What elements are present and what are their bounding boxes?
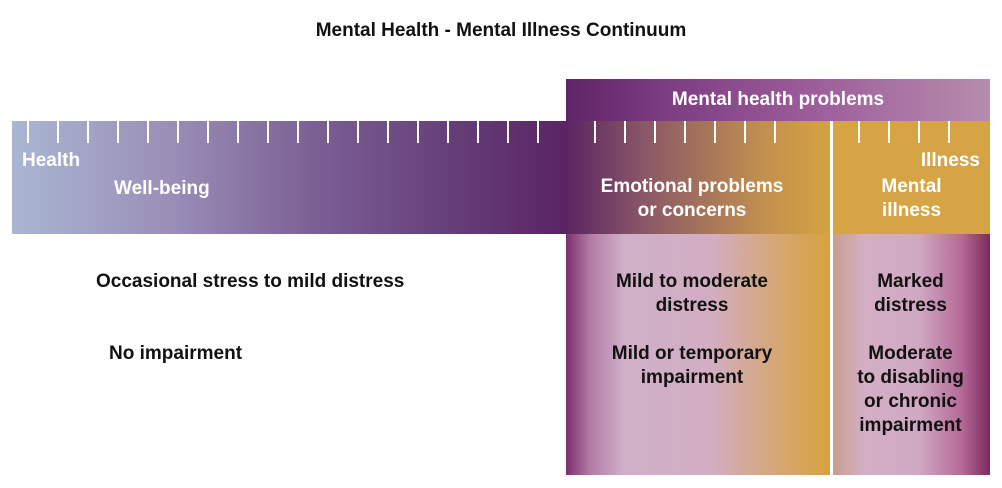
illness-distress-text: Marked distress <box>874 271 947 316</box>
emotional-impairment-text: Mild or temporary impairment <box>611 343 773 388</box>
wellbeing-bar <box>12 121 566 234</box>
wellbeing-impairment-text: No impairment <box>109 343 243 364</box>
scale-tick <box>177 121 179 143</box>
scale-tick <box>714 121 716 143</box>
emotional-distress-text: Mild to moderate distress <box>615 271 768 316</box>
banner-label: Mental health problems <box>671 89 885 110</box>
scale-tick <box>57 121 59 143</box>
scale-tick <box>327 121 329 143</box>
scale-tick <box>87 121 89 143</box>
scale-tick <box>948 121 950 143</box>
scale-tick <box>417 121 419 143</box>
diagram-title: Mental Health - Mental Illness Continuum <box>315 20 687 41</box>
scale-tick <box>357 121 359 143</box>
scale-tick <box>237 121 239 143</box>
mental-health-problems-banner: Mental health problems <box>566 79 990 121</box>
scale-tick <box>537 121 539 143</box>
column-divider <box>830 121 833 475</box>
scale-tick <box>888 121 890 143</box>
scale-tick <box>774 121 776 143</box>
scale-tick <box>744 121 746 143</box>
scale-tick <box>147 121 149 143</box>
scale-tick <box>858 121 860 143</box>
scale-tick <box>654 121 656 143</box>
emotional-problems-column <box>566 234 830 475</box>
scale-tick <box>477 121 479 143</box>
mental-illness-column <box>833 234 990 475</box>
scale-tick <box>918 121 920 143</box>
emotional-problems-bar <box>566 121 830 234</box>
scale-tick <box>297 121 299 143</box>
scale-tick <box>624 121 626 143</box>
scale-tick <box>267 121 269 143</box>
scale-tick <box>447 121 449 143</box>
scale-tick <box>117 121 119 143</box>
health-label: Health <box>22 150 81 171</box>
emotional-problems-label: Emotional problems or concerns <box>600 176 784 221</box>
illness-label: Illness <box>920 150 980 171</box>
wellbeing-distress-text: Occasional stress to mild distress <box>96 271 405 292</box>
scale-tick <box>684 121 686 143</box>
scale-tick <box>594 121 596 143</box>
scale-tick <box>27 121 29 143</box>
scale-tick <box>507 121 509 143</box>
wellbeing-label: Well-being <box>114 178 210 199</box>
mental-illness-label: Mental illness <box>881 176 942 221</box>
scale-tick <box>207 121 209 143</box>
scale-tick <box>387 121 389 143</box>
illness-impairment-text: Moderate to disabling or chronic impairm… <box>857 343 964 436</box>
